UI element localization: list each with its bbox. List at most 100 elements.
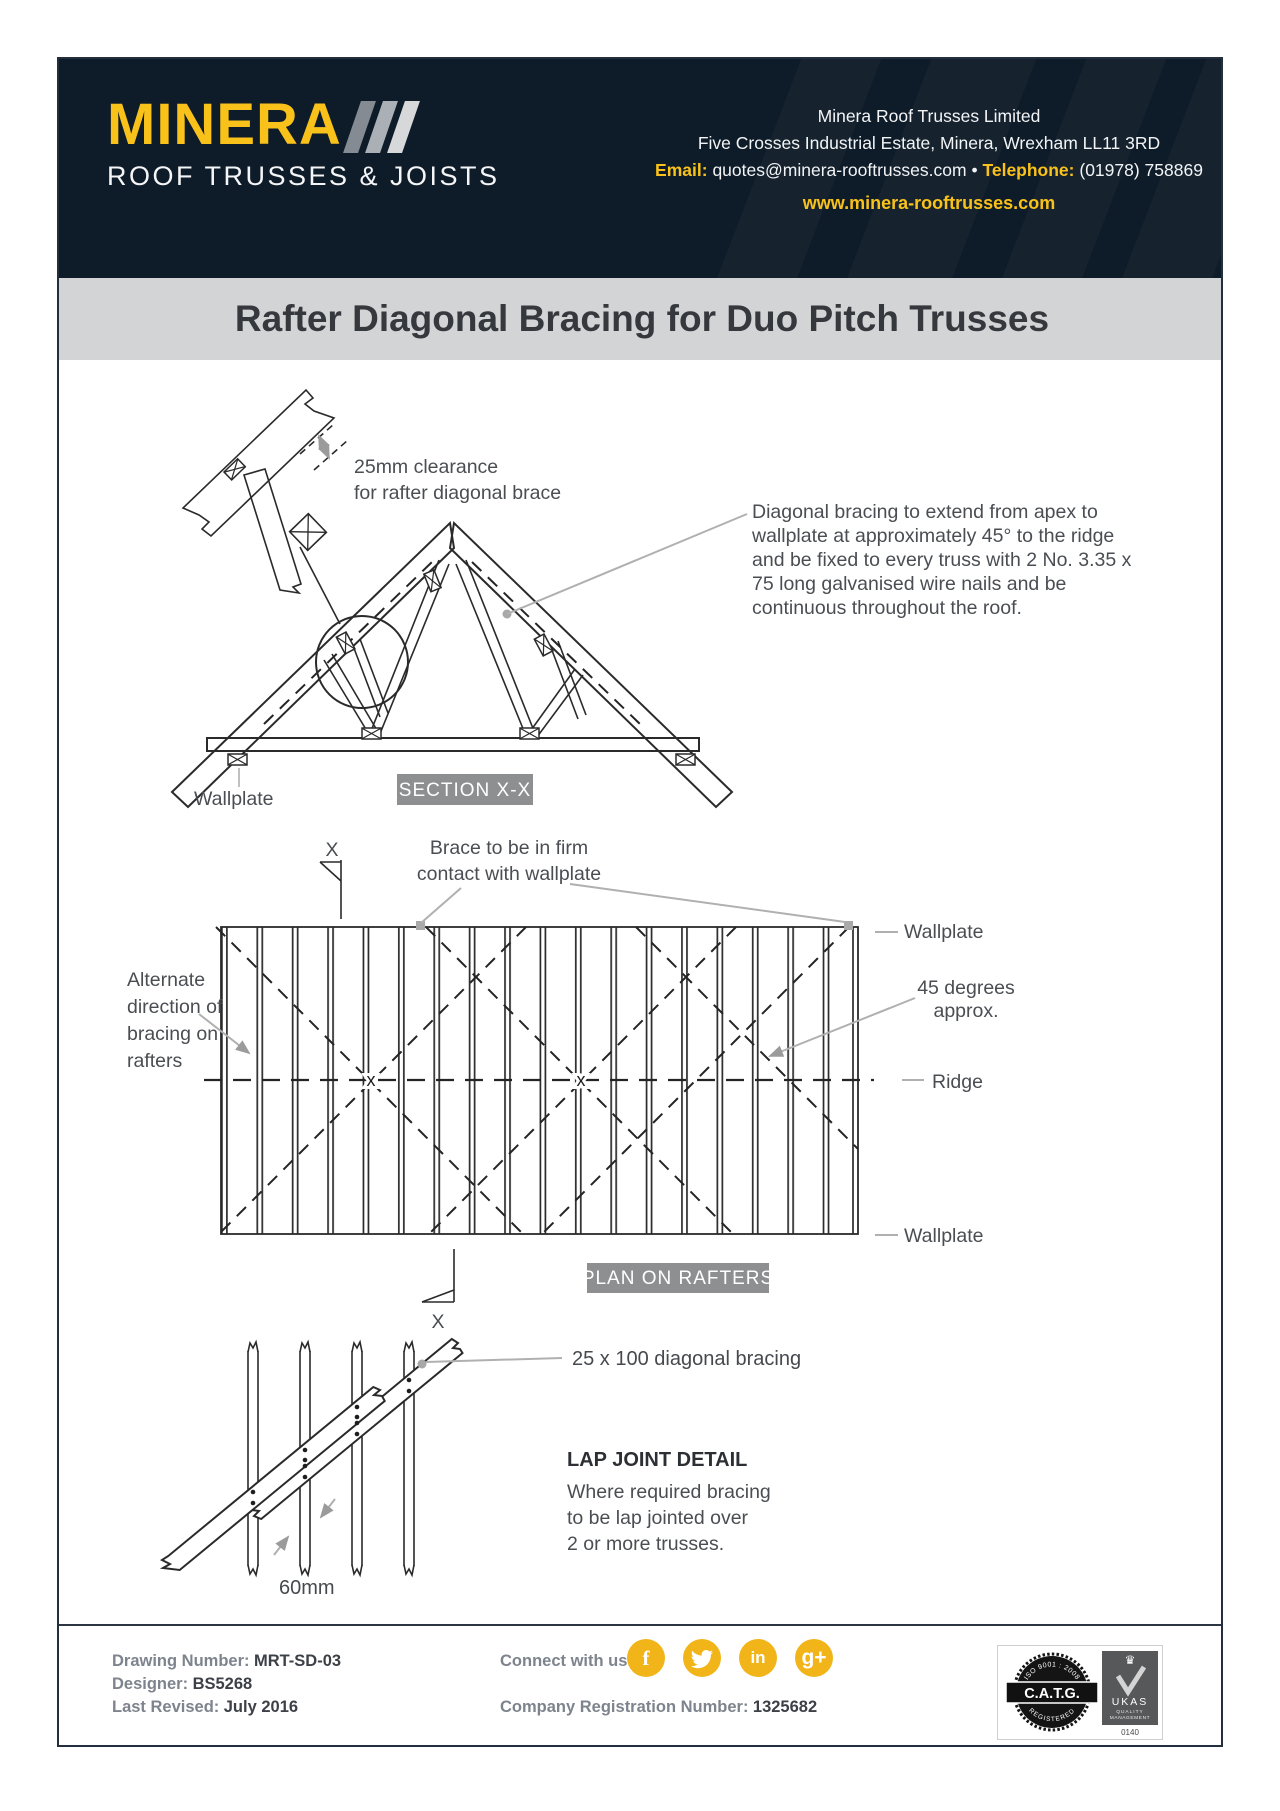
lap-joint-body-line3: 2 or more trusses. [567, 1533, 724, 1555]
logo-wordmark: MINERA [107, 92, 342, 157]
clearance-label-line1: 25mm clearance [354, 456, 498, 478]
telephone-label: Telephone: [982, 160, 1075, 180]
contact-line: Email: quotes@minera-rooftrusses.com • T… [579, 157, 1221, 184]
degrees-label-line2: approx. [933, 1000, 998, 1022]
section-badge-label: SECTION X-X [399, 780, 531, 801]
google-plus-icon[interactable]: g+ [795, 1639, 833, 1677]
plan-badge [587, 1263, 769, 1293]
connect-label: Connect with us: [500, 1652, 633, 1670]
bracing-annotation-line1: Diagonal bracing to extend from apex to [752, 501, 1098, 523]
section-marker-top: X [319, 839, 342, 919]
detail-circle [315, 615, 409, 709]
brace-nail-plate [335, 631, 356, 655]
last-revised-label: Last Revised: [112, 1698, 220, 1716]
certification-logos: ISO 9001 : 2008 REGISTERED C.A.T.G. ♛ UK… [1005, 1651, 1158, 1737]
eaves-clearance-detail: 25mm clearance for rafter diagonal brace [181, 388, 561, 625]
catg-seal-icon: ISO 9001 : 2008 REGISTERED C.A.T.G. [1005, 1652, 1099, 1732]
lap-brace-lower [159, 1385, 386, 1572]
footer-divider [59, 1624, 1221, 1626]
bracing-annotation-line4: 75 long galvanised wire nails and be [752, 573, 1066, 595]
alt-direction-line4: rafters [127, 1050, 183, 1072]
logo-slashes-icon [342, 101, 420, 153]
section-badge [397, 774, 533, 805]
leader-dot [416, 921, 425, 930]
page-title: Rafter Diagonal Bracing for Duo Pitch Tr… [234, 298, 1050, 339]
company-registration-value: 1325682 [752, 1698, 818, 1716]
ukas-code: 0140 [1121, 1728, 1139, 1737]
connect-row: Connect with us: [500, 1652, 633, 1671]
brace-contact-note-line1: Brace to be in firm [430, 837, 588, 859]
technical-drawing: 25mm clearance for rafter diagonal brace [127, 388, 1132, 1599]
wallplate-label: Wallplate [194, 788, 273, 810]
bracing-annotation-line3: and be fixed to every truss with 2 No. 3… [752, 549, 1132, 571]
checkmark-icon [1115, 1665, 1147, 1697]
drawing-number-value: MRT-SD-03 [253, 1652, 342, 1670]
designer-row: Designer: BS5268 [112, 1675, 252, 1694]
section-marker-bottom: X [421, 1249, 455, 1333]
brace-cross-mark: x [577, 1070, 586, 1090]
twitter-icon[interactable] [683, 1639, 721, 1677]
company-registration-row: Company Registration Number: 1325682 [500, 1698, 817, 1717]
wallplate-right-icon [675, 753, 696, 766]
brace-contact-note-line2: contact with wallplate [417, 863, 601, 885]
brace-cross-mark: x [367, 1070, 376, 1090]
purlin-section-icon [288, 512, 328, 552]
drawing-number-label: Drawing Number: [112, 1652, 250, 1670]
clearance-label-line2: for rafter diagonal brace [354, 482, 561, 504]
degrees-label-line1: 45 degrees [917, 977, 1015, 999]
ridge-label: Ridge [932, 1071, 983, 1093]
facebook-icon[interactable]: f [627, 1639, 665, 1677]
alt-direction-line2: direction of [127, 996, 223, 1018]
bullet-separator: • [971, 160, 978, 180]
company-name: Minera Roof Trusses Limited [817, 106, 1041, 126]
alt-direction-line3: bracing on [127, 1023, 218, 1045]
company-registration-label: Company Registration Number: [500, 1698, 749, 1716]
bracing-annotation-line5: continuous throughout the roof. [752, 597, 1022, 619]
apex-nail-plate [423, 569, 442, 593]
leader-dot [417, 1359, 427, 1369]
wallplate-top-label: Wallplate [904, 921, 983, 943]
lap-joint-heading: LAP JOINT DETAIL [567, 1449, 747, 1471]
telephone-value: (01978) 758869 [1079, 160, 1203, 180]
lap-dimension-label: 60mm [279, 1577, 335, 1599]
section-marker-top-label: X [325, 839, 338, 861]
plan-on-rafters-drawing: x x Brace to be in firm contact with wal… [127, 837, 1015, 1293]
document-page: MINERA ROOF TRUSSES & JOISTS Minera Roof… [57, 57, 1223, 1747]
nail-dots [250, 1377, 412, 1506]
node-nail-plate [361, 727, 382, 740]
header: MINERA ROOF TRUSSES & JOISTS Minera Roof… [59, 59, 1221, 278]
crown-icon: ♛ [1125, 1653, 1136, 1667]
lap-joint-body-line1: Where required bracing [567, 1481, 771, 1503]
brace-section-plate [223, 458, 247, 481]
ukas-mark-icon: ♛ UKAS QUALITY MANAGEMENT 0140 [1102, 1651, 1158, 1737]
node-nail-plate [519, 727, 540, 740]
designer-label: Designer: [112, 1675, 189, 1693]
linkedin-icon[interactable]: in [739, 1639, 777, 1677]
logo-tagline: ROOF TRUSSES & JOISTS [107, 161, 500, 191]
bracing-annotation-line2: wallplate at approximately 45° to the ri… [751, 525, 1114, 547]
ukas-label: UKAS [1112, 1696, 1149, 1708]
lap-joint-detail-drawing: 60mm 25 x 100 diagonal bracing LAP JOINT… [159, 1337, 801, 1599]
clearance-dimension-arrow [318, 434, 330, 460]
header-contact-block: Minera Roof Trusses Limited Five Crosses… [579, 103, 1221, 217]
lap-joint-body-line2: to be lap jointed over [567, 1507, 749, 1529]
company-logo: MINERA ROOF TRUSSES & JOISTS [107, 95, 500, 192]
wallplate-bottom-label: Wallplate [904, 1225, 983, 1247]
alt-direction-line1: Alternate [127, 969, 205, 991]
leader-dot [844, 921, 853, 930]
catg-label: C.A.T.G. [1024, 1686, 1080, 1702]
twitter-bird-icon [690, 1650, 713, 1669]
company-address: Five Crosses Industrial Estate, Minera, … [697, 133, 1161, 153]
plan-badge-label: PLAN ON RAFTERS [582, 1268, 774, 1289]
bracing-size-label: 25 x 100 diagonal bracing [572, 1348, 801, 1370]
ukas-sub-line1: QUALITY [1116, 1709, 1144, 1715]
website-link[interactable]: www.minera-rooftrusses.com [802, 193, 1056, 213]
email-label: Email: [655, 160, 708, 180]
last-revised-value: July 2016 [223, 1698, 299, 1716]
lap-brace-upper [248, 1337, 464, 1521]
truss-section-drawing: Diagonal bracing to extend from apex to … [170, 501, 1132, 810]
section-marker-bottom-label: X [431, 1311, 444, 1333]
email-value[interactable]: quotes@minera-rooftrusses.com [712, 160, 967, 180]
certification-box: ISO 9001 : 2008 REGISTERED C.A.T.G. ♛ UK… [997, 1645, 1163, 1740]
last-revised-row: Last Revised: July 2016 [112, 1698, 298, 1717]
